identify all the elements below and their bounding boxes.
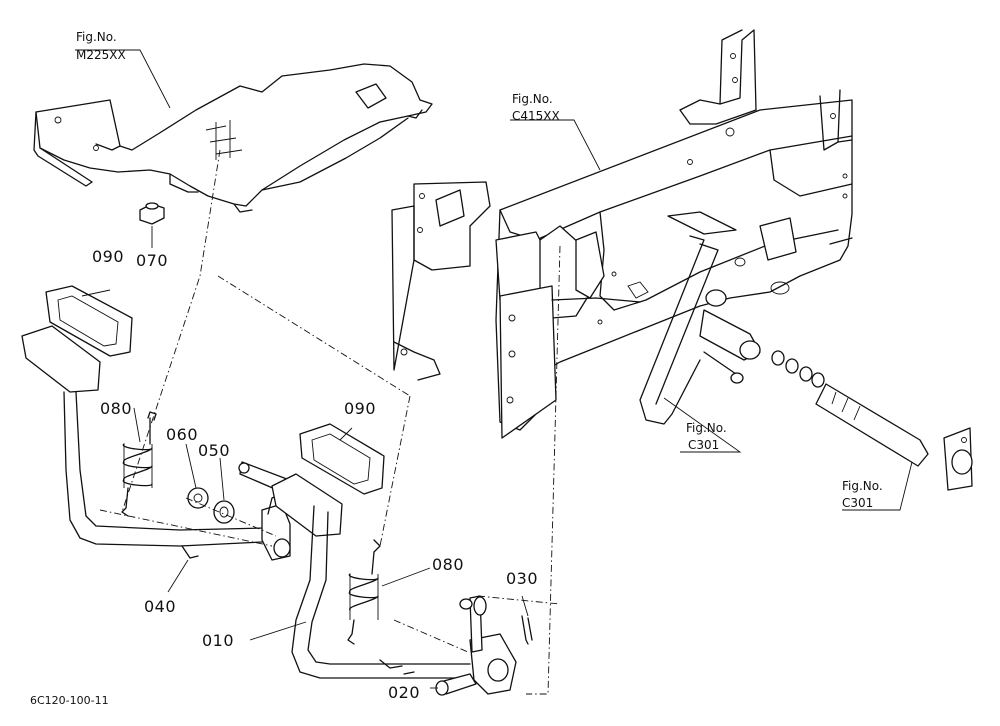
part-label-070: 070: [136, 251, 168, 270]
spring-080-right: [347, 539, 381, 645]
part-label-010: 010: [202, 631, 234, 650]
part-label-050: 050: [198, 441, 230, 460]
diagram-code: 6C120-100-11: [30, 694, 109, 707]
figure-ref-code: C415XX: [512, 109, 560, 123]
part-label-090: 090: [92, 247, 124, 266]
figure-ref-m225: Fig.No. M225XX: [76, 30, 126, 62]
part-label-080: 080: [100, 399, 132, 418]
figure-ref-title: Fig.No.: [842, 479, 883, 493]
floor-plate: [33, 63, 433, 213]
washer-050: [213, 500, 235, 524]
nut-070: [139, 202, 165, 225]
part-label-060: 060: [166, 425, 198, 444]
pedal-pad-090-left: [45, 285, 133, 357]
bolt-020: [435, 673, 477, 696]
part-label-030: 030: [506, 569, 538, 588]
spring-080-left: [121, 411, 157, 517]
part-label-040: 040: [144, 597, 176, 616]
figure-ref-code: C301: [688, 438, 719, 452]
part-label-020: 020: [388, 683, 420, 702]
pin-030: [521, 615, 533, 645]
main-frame: [391, 29, 853, 439]
figure-ref-code: M225XX: [76, 48, 126, 62]
right-pedal-assembly: [639, 211, 973, 491]
figure-ref-title: Fig.No.: [686, 421, 727, 435]
part-label-090: 090: [344, 399, 376, 418]
part-label-080: 080: [432, 555, 464, 574]
figure-ref-c415: Fig.No. C415XX: [512, 92, 560, 123]
washer-060: [187, 487, 209, 509]
figure-ref-title: Fig.No.: [76, 30, 117, 44]
pedal-010: [271, 473, 517, 695]
figure-ref-title: Fig.No.: [512, 92, 553, 106]
figure-ref-c301-b: Fig.No. C301: [842, 479, 883, 510]
assembly-center-lines: [99, 149, 561, 695]
leader-lines: [75, 49, 913, 689]
figure-ref-code: C301: [842, 496, 873, 510]
figure-ref-c301-a: Fig.No. C301: [686, 421, 727, 452]
pedal-pad-090-right: [299, 423, 385, 495]
